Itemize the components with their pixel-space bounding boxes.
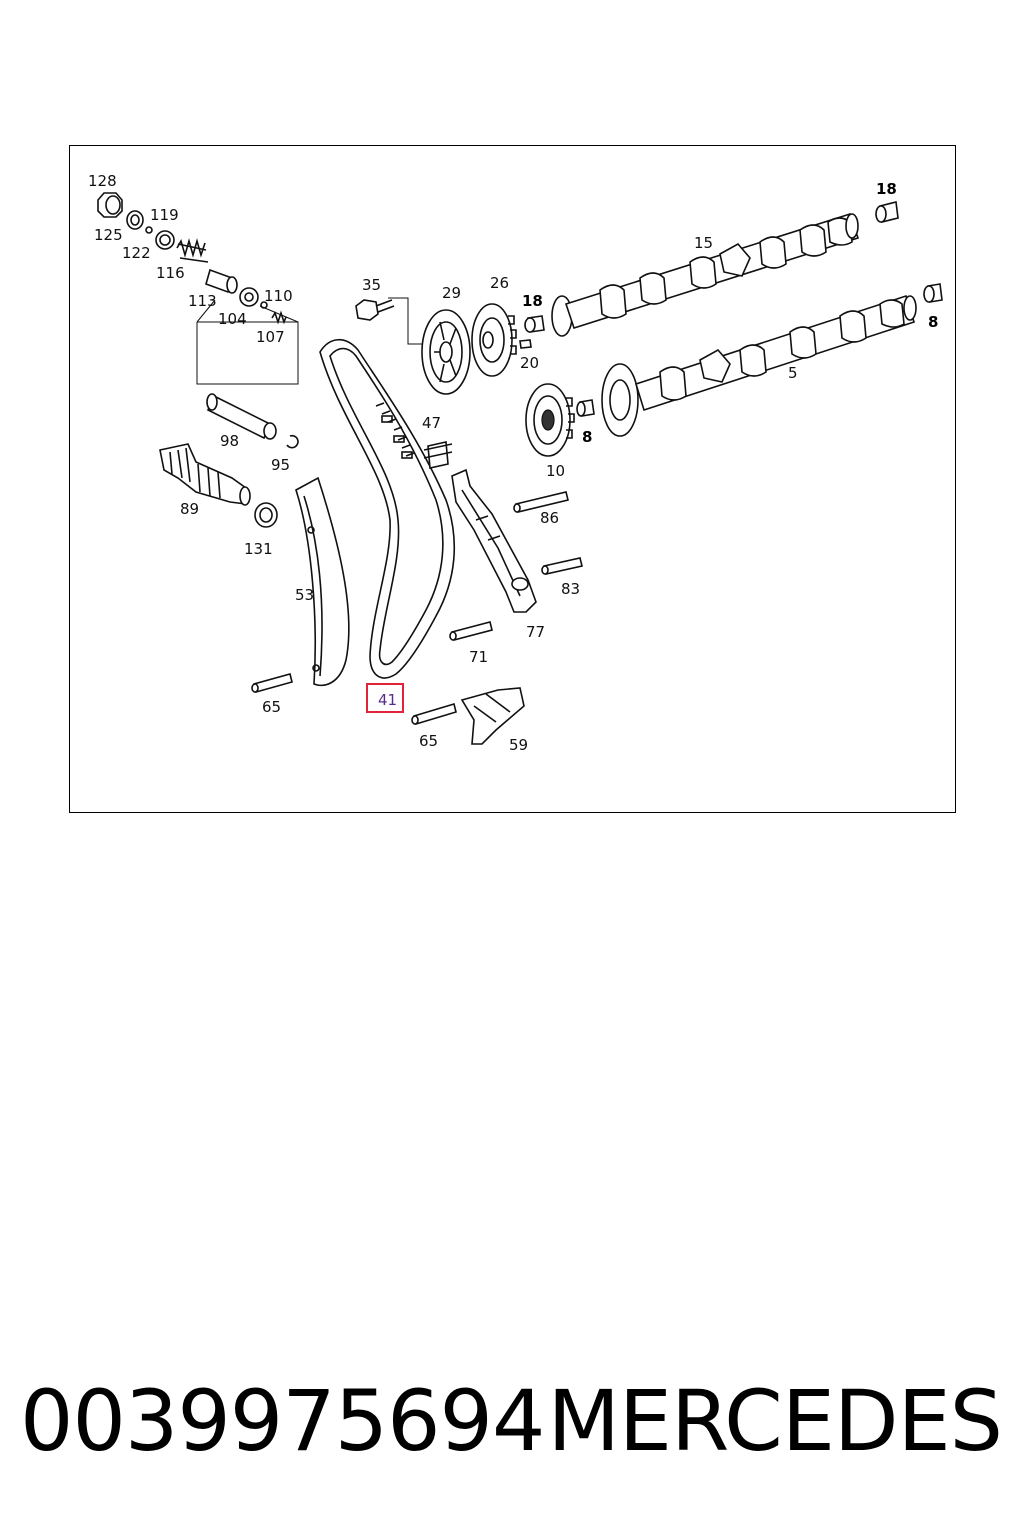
label-131: 131 — [244, 540, 273, 558]
part-18b-plug — [875, 201, 899, 223]
part-71-pin — [449, 621, 493, 641]
label-5: 5 — [788, 364, 798, 382]
label-29: 29 — [442, 284, 461, 302]
label-10: 10 — [546, 462, 565, 480]
label-20: 20 — [520, 354, 539, 372]
part-47-chain-link — [423, 441, 453, 469]
label-41: 41 — [378, 691, 397, 709]
label-98: 98 — [220, 432, 239, 450]
label-65b: 65 — [419, 732, 438, 750]
part-5-camshaft — [601, 294, 917, 437]
part-104-seal — [239, 287, 259, 307]
label-15: 15 — [694, 234, 713, 252]
part-18a-plug — [524, 315, 545, 333]
part-122-ring — [145, 226, 153, 234]
part-113-cylinder — [205, 268, 238, 294]
part-119-cap — [155, 230, 175, 250]
group-bracket-113 — [196, 321, 299, 385]
label-110: 110 — [264, 287, 293, 305]
highlighted-label-41[interactable]: 41 — [366, 683, 404, 713]
label-59: 59 — [509, 736, 528, 754]
label-116: 116 — [156, 264, 185, 282]
part-number: 0039975694 — [20, 1372, 545, 1470]
part-77-tensioner-rail — [451, 468, 537, 613]
part-128-nut — [97, 192, 123, 218]
part-131-seal — [254, 502, 278, 528]
label-125: 125 — [94, 226, 123, 244]
part-20-pin — [519, 339, 532, 349]
brand-name: MERCEDES — [547, 1372, 1003, 1470]
part-8a-plug — [576, 399, 595, 417]
label-47: 47 — [422, 414, 441, 432]
footer: 0039975694 MERCEDES — [0, 1366, 1024, 1476]
label-128: 128 — [88, 172, 117, 190]
label-89: 89 — [180, 500, 199, 518]
part-83-pin — [541, 557, 583, 575]
part-59-guide — [460, 687, 525, 745]
part-98-pin — [206, 393, 277, 440]
part-95-clip — [286, 434, 299, 449]
label-53: 53 — [295, 586, 314, 604]
label-122: 122 — [122, 244, 151, 262]
label-107: 107 — [256, 328, 285, 346]
part-29-sprocket — [421, 309, 471, 395]
part-116-spring — [176, 238, 209, 263]
label-18a: 18 — [522, 292, 543, 310]
label-86: 86 — [540, 509, 559, 527]
label-35: 35 — [362, 276, 381, 294]
diagram-frame — [69, 145, 956, 813]
label-26: 26 — [490, 274, 509, 292]
highlight-box — [366, 683, 404, 713]
part-65b-pin — [411, 702, 457, 726]
label-77: 77 — [526, 623, 545, 641]
part-107-spring — [271, 310, 287, 325]
part-53-guide-rail — [295, 476, 350, 687]
label-113: 113 — [188, 292, 217, 310]
part-35-bolt — [355, 299, 395, 321]
label-65a: 65 — [262, 698, 281, 716]
part-8b-plug — [923, 283, 943, 303]
label-8a: 8 — [582, 428, 592, 446]
label-18b: 18 — [876, 180, 897, 198]
label-8b: 8 — [928, 313, 938, 331]
part-89-adjuster — [159, 443, 251, 506]
part-26-sprocket — [471, 303, 517, 377]
part-10-sprocket — [525, 383, 575, 457]
part-15-camshaft — [551, 212, 860, 337]
part-65a-pin — [251, 673, 293, 693]
label-119: 119 — [150, 206, 179, 224]
label-83: 83 — [561, 580, 580, 598]
part-125-washer — [126, 210, 144, 230]
label-95: 95 — [271, 456, 290, 474]
label-104: 104 — [218, 310, 247, 328]
part-86-pin — [513, 491, 569, 513]
label-71: 71 — [469, 648, 488, 666]
part-41-timing-chain — [319, 338, 456, 679]
